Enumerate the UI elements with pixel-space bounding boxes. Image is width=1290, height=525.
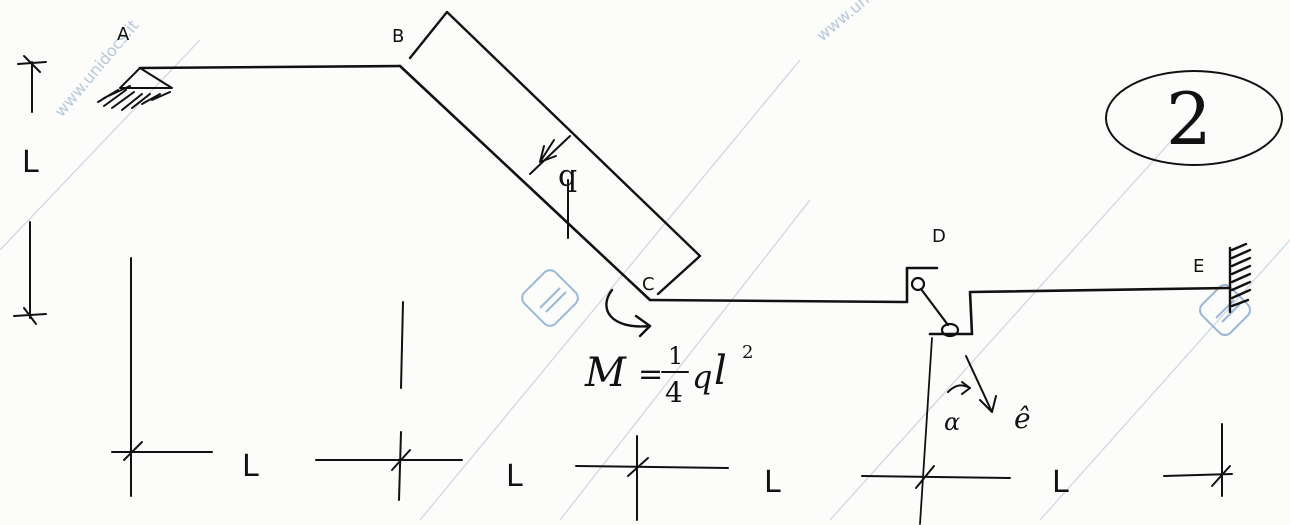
point-label-e: E	[1193, 256, 1204, 277]
fixed-support-icon	[1228, 242, 1252, 314]
formula-exponent: 2	[742, 342, 753, 363]
pin-support-icon	[97, 67, 173, 111]
formula-l: l	[714, 348, 727, 394]
unit-vector-arrow-icon	[965, 355, 997, 413]
dimension-label-vertical: L	[22, 145, 39, 180]
dimension-label-span-3: L	[764, 465, 781, 500]
point-label-c: C	[642, 274, 655, 295]
dimension-label-span-4: L	[1052, 465, 1069, 500]
watermark-text: www.unidocs.it	[812, 0, 917, 45]
formula-q: q	[692, 358, 712, 396]
problem-number: 2	[1166, 77, 1212, 161]
formula-denominator: 4	[665, 376, 683, 409]
moment-arrow-icon	[605, 288, 652, 338]
angle-arrow-icon	[947, 381, 971, 395]
load-label: q	[558, 159, 577, 194]
hinge-link	[910, 276, 960, 338]
dimension-label-span-1: L	[242, 449, 259, 484]
unit-vector-label: ê	[1014, 402, 1031, 435]
load-arrow-icon	[539, 139, 557, 163]
moment-formula: M = 1 4 q l 2	[584, 342, 753, 409]
horizontal-dimension-line	[111, 257, 1233, 521]
point-label-d: D	[932, 226, 946, 247]
watermark-logo-icon	[521, 269, 579, 327]
problem-number-circle	[1105, 70, 1283, 166]
formula-symbol: M	[584, 350, 627, 396]
point-label-a: A	[117, 24, 130, 45]
angle-label: α	[944, 408, 960, 436]
vertical-dimension-line	[13, 55, 47, 325]
dimension-label-span-2: L	[506, 459, 523, 494]
frame-members	[138, 64, 1230, 336]
formula-numerator: 1	[668, 342, 683, 370]
point-label-b: B	[392, 26, 404, 47]
formula-equals: =	[638, 357, 663, 392]
distributed-load-box	[408, 10, 702, 296]
reference-line	[919, 337, 933, 525]
